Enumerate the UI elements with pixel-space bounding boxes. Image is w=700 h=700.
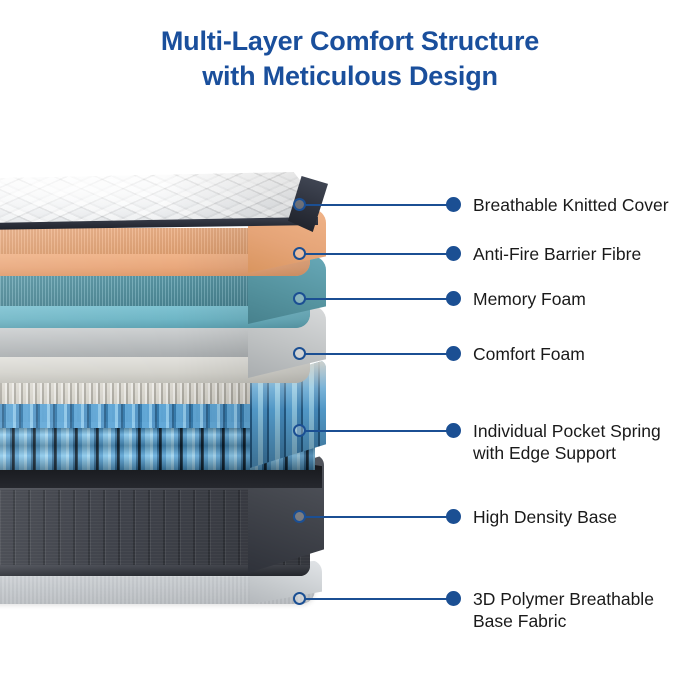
- callout-dot-icon: [446, 291, 461, 306]
- page-title: Multi-Layer Comfort Structure with Metic…: [0, 24, 700, 93]
- label-anti-fire-barrier: Anti-Fire Barrier Fibre: [473, 244, 642, 264]
- label-high-density-base: High Density Base: [473, 507, 617, 527]
- title-line-2: with Meticulous Design: [202, 60, 498, 91]
- label-base-fabric: 3D Polymer Breathable Base Fabric: [473, 589, 654, 632]
- callout-dot-icon: [446, 591, 461, 606]
- callout-dot-icon: [446, 509, 461, 524]
- callout-line: [305, 353, 455, 355]
- callout-dot-icon: [446, 246, 461, 261]
- callout-ring-icon: [293, 592, 306, 605]
- callout-line: [305, 253, 455, 255]
- label-pocket-springs: Individual Pocket Spring with Edge Suppo…: [473, 421, 661, 464]
- callout-line: [305, 516, 455, 518]
- callout-dot-icon: [446, 423, 461, 438]
- callout-dot-icon: [446, 197, 461, 212]
- layer-knitted-cover: [0, 172, 318, 230]
- callout-ring-icon: [293, 424, 306, 437]
- callout-line: [305, 204, 455, 206]
- label-memory-foam: Memory Foam: [473, 289, 586, 309]
- callout-ring-icon: [293, 198, 306, 211]
- callout-dot-icon: [446, 346, 461, 361]
- callout-ring-icon: [293, 510, 306, 523]
- callout-line: [305, 598, 455, 600]
- callout-ring-icon: [293, 292, 306, 305]
- label-comfort-foam: Comfort Foam: [473, 344, 585, 364]
- label-knitted-cover: Breathable Knitted Cover: [473, 195, 669, 215]
- callout-line: [305, 430, 455, 432]
- callout-ring-icon: [293, 347, 306, 360]
- title-line-1: Multi-Layer Comfort Structure: [160, 26, 540, 56]
- callout-line: [305, 298, 455, 300]
- callout-ring-icon: [293, 247, 306, 260]
